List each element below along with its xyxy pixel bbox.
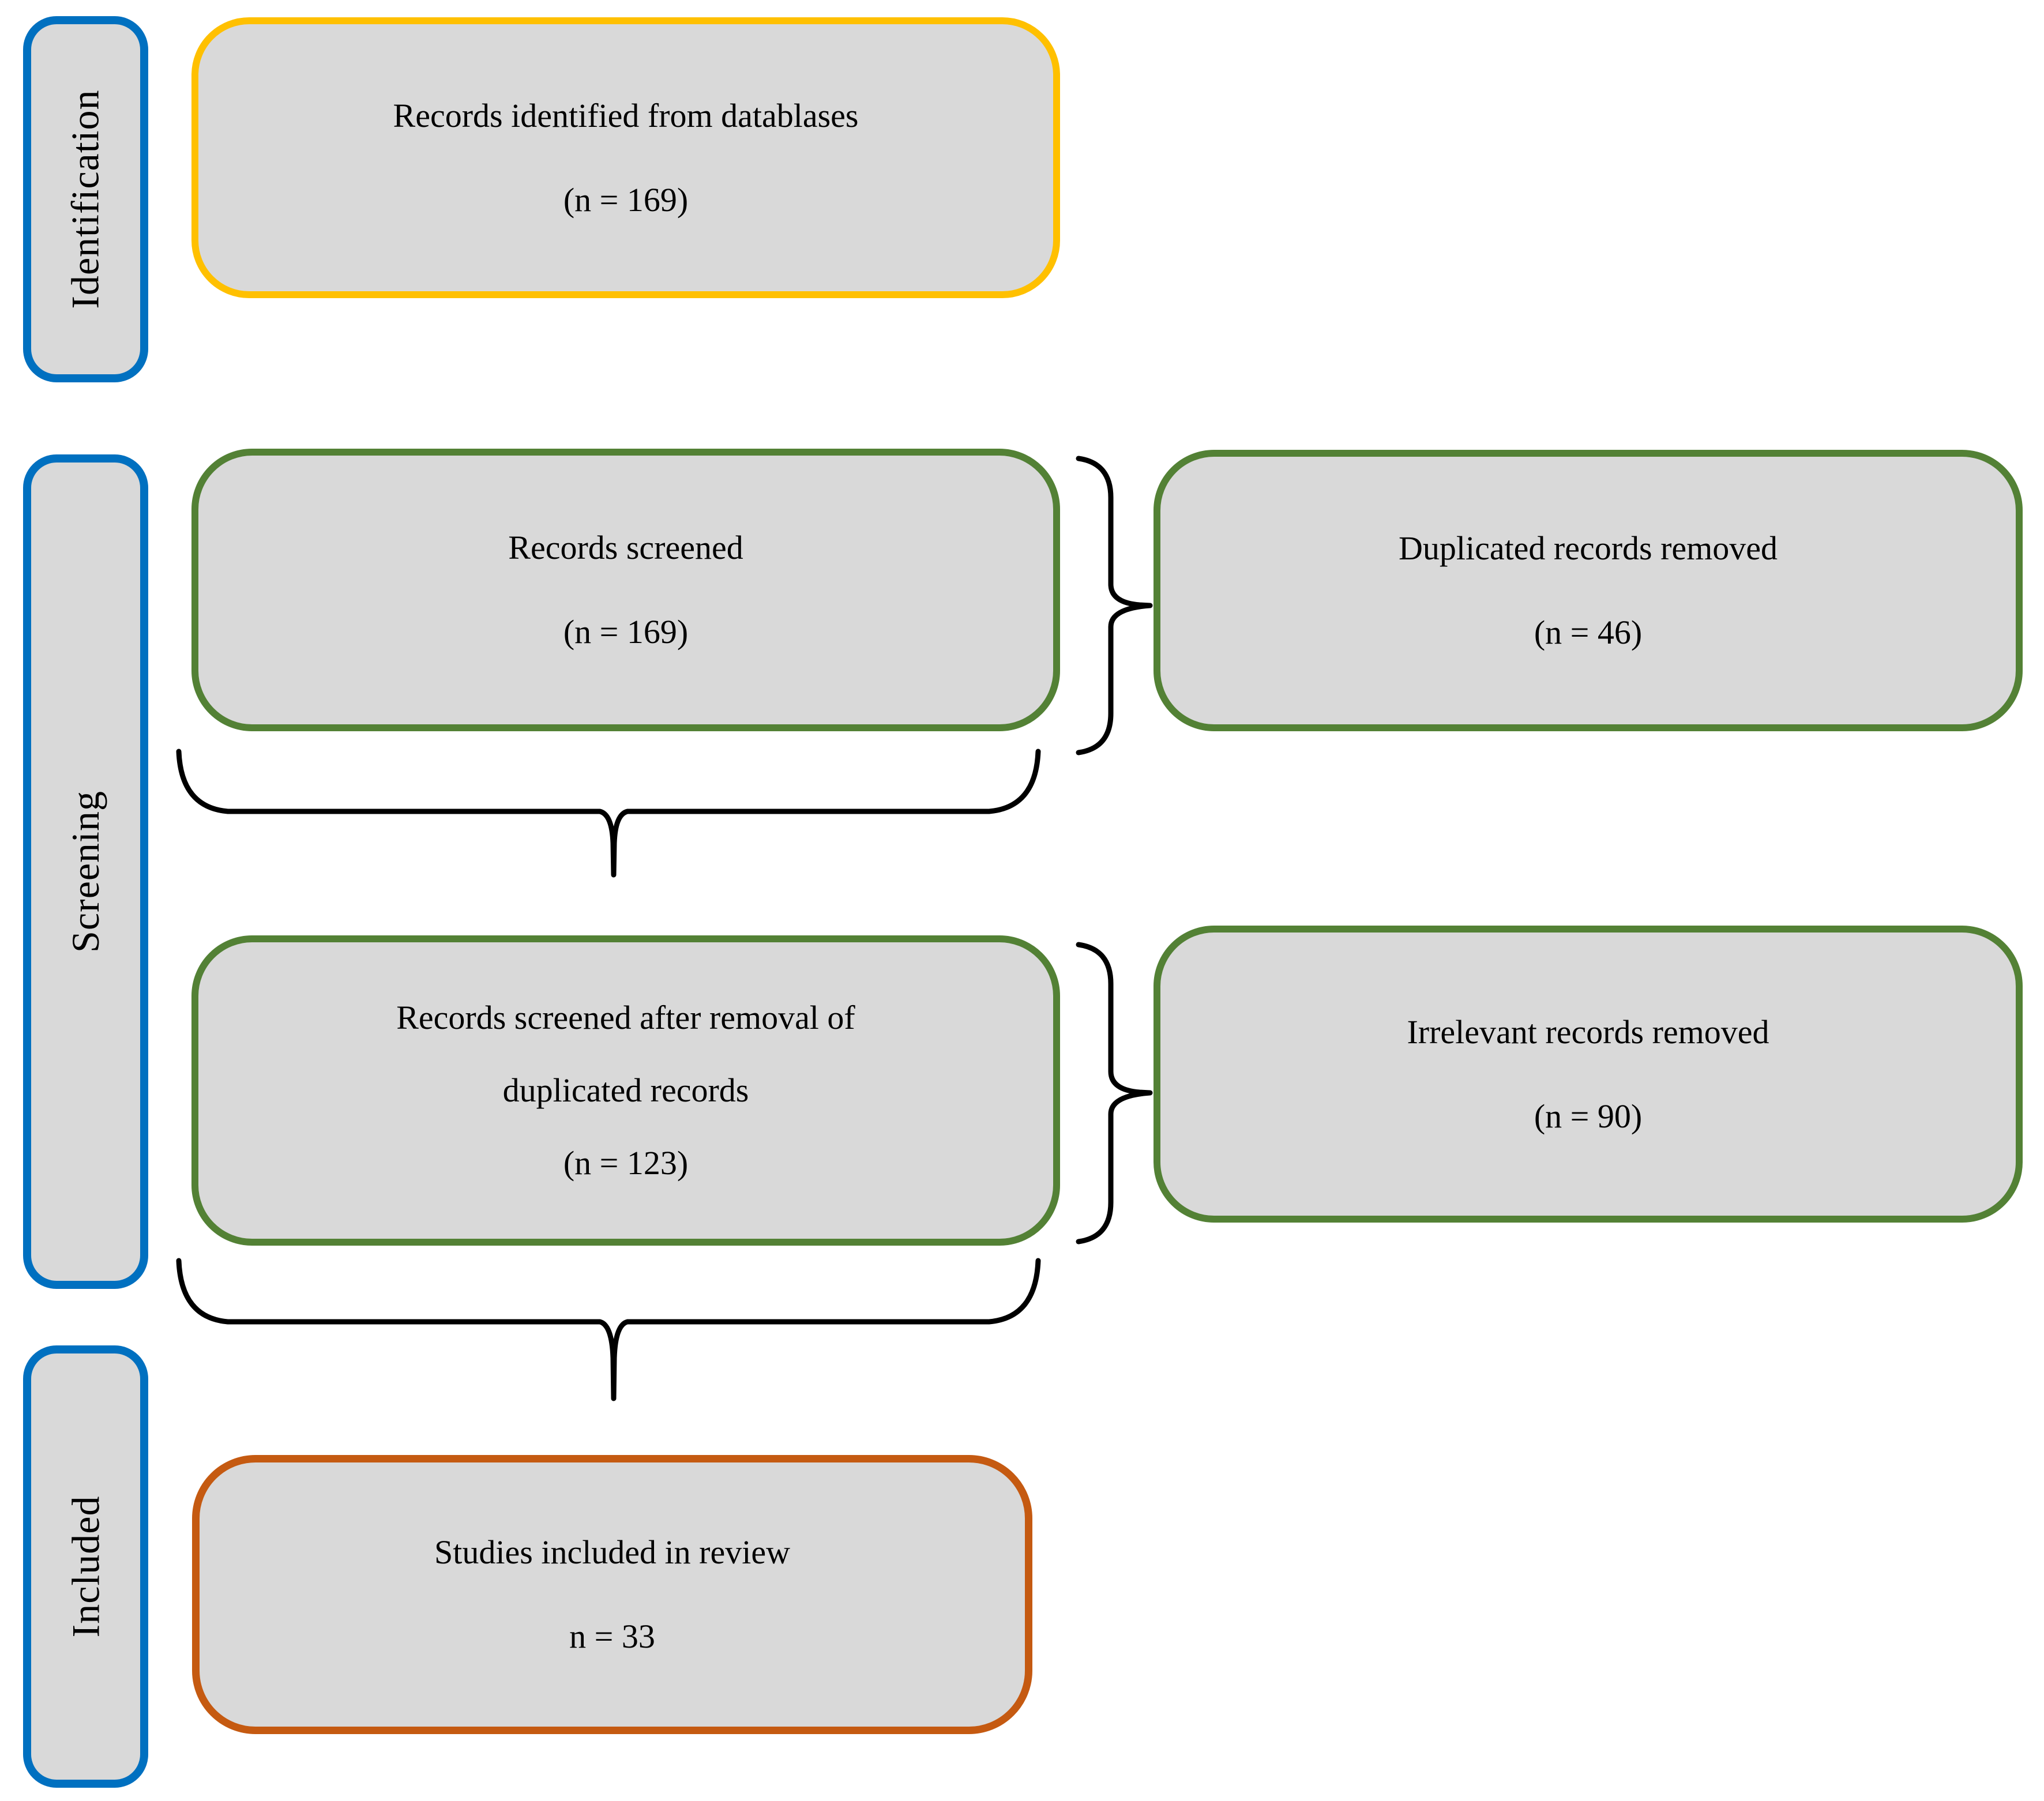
box-screened-after-removal-line1: Records screened after removal of	[396, 999, 855, 1037]
brace-screened-to-next-connector	[176, 749, 1041, 878]
box-records-screened: Records screened (n = 169)	[191, 449, 1060, 731]
box-screened-after-removal: Records screened after removal of duplic…	[191, 935, 1060, 1246]
box-studies-included-line1: Studies included in review	[434, 1533, 790, 1571]
box-duplicates-removed: Duplicated records removed (n = 46)	[1153, 450, 2023, 731]
box-duplicates-removed-count: (n = 46)	[1534, 614, 1643, 651]
stage-label-included: Included	[23, 1345, 148, 1788]
box-records-identified-count: (n = 169)	[563, 181, 689, 219]
box-records-screened-count: (n = 169)	[563, 613, 689, 651]
stage-label-identification: Identification	[23, 16, 148, 382]
brace-screened-after-to-irrelevant-connector	[1076, 942, 1153, 1244]
box-irrelevant-removed-count: (n = 90)	[1534, 1097, 1643, 1135]
brace-screened-after-to-included-connector	[176, 1258, 1041, 1401]
box-irrelevant-removed-line1: Irrelevant records removed	[1407, 1013, 1769, 1051]
box-studies-included: Studies included in review n = 33	[192, 1455, 1032, 1734]
box-studies-included-count: n = 33	[569, 1618, 655, 1655]
box-irrelevant-removed: Irrelevant records removed (n = 90)	[1153, 926, 2023, 1223]
stage-label-screening: Screening	[23, 454, 148, 1289]
stage-label-included-text: Included	[63, 1495, 107, 1638]
box-records-identified: Records identified from datablases (n = …	[191, 17, 1060, 298]
stage-label-identification-text: Identification	[63, 89, 108, 309]
box-records-screened-line1: Records screened	[508, 529, 743, 567]
box-duplicates-removed-line1: Duplicated records removed	[1398, 529, 1778, 567]
box-records-identified-line1: Records identified from datablases	[393, 96, 859, 134]
box-screened-after-removal-count: (n = 123)	[563, 1144, 689, 1182]
stage-label-screening-text: Screening	[63, 791, 107, 953]
brace-screened-to-duplicates-connector	[1076, 456, 1153, 755]
box-screened-after-removal-line2: duplicated records	[502, 1071, 749, 1110]
